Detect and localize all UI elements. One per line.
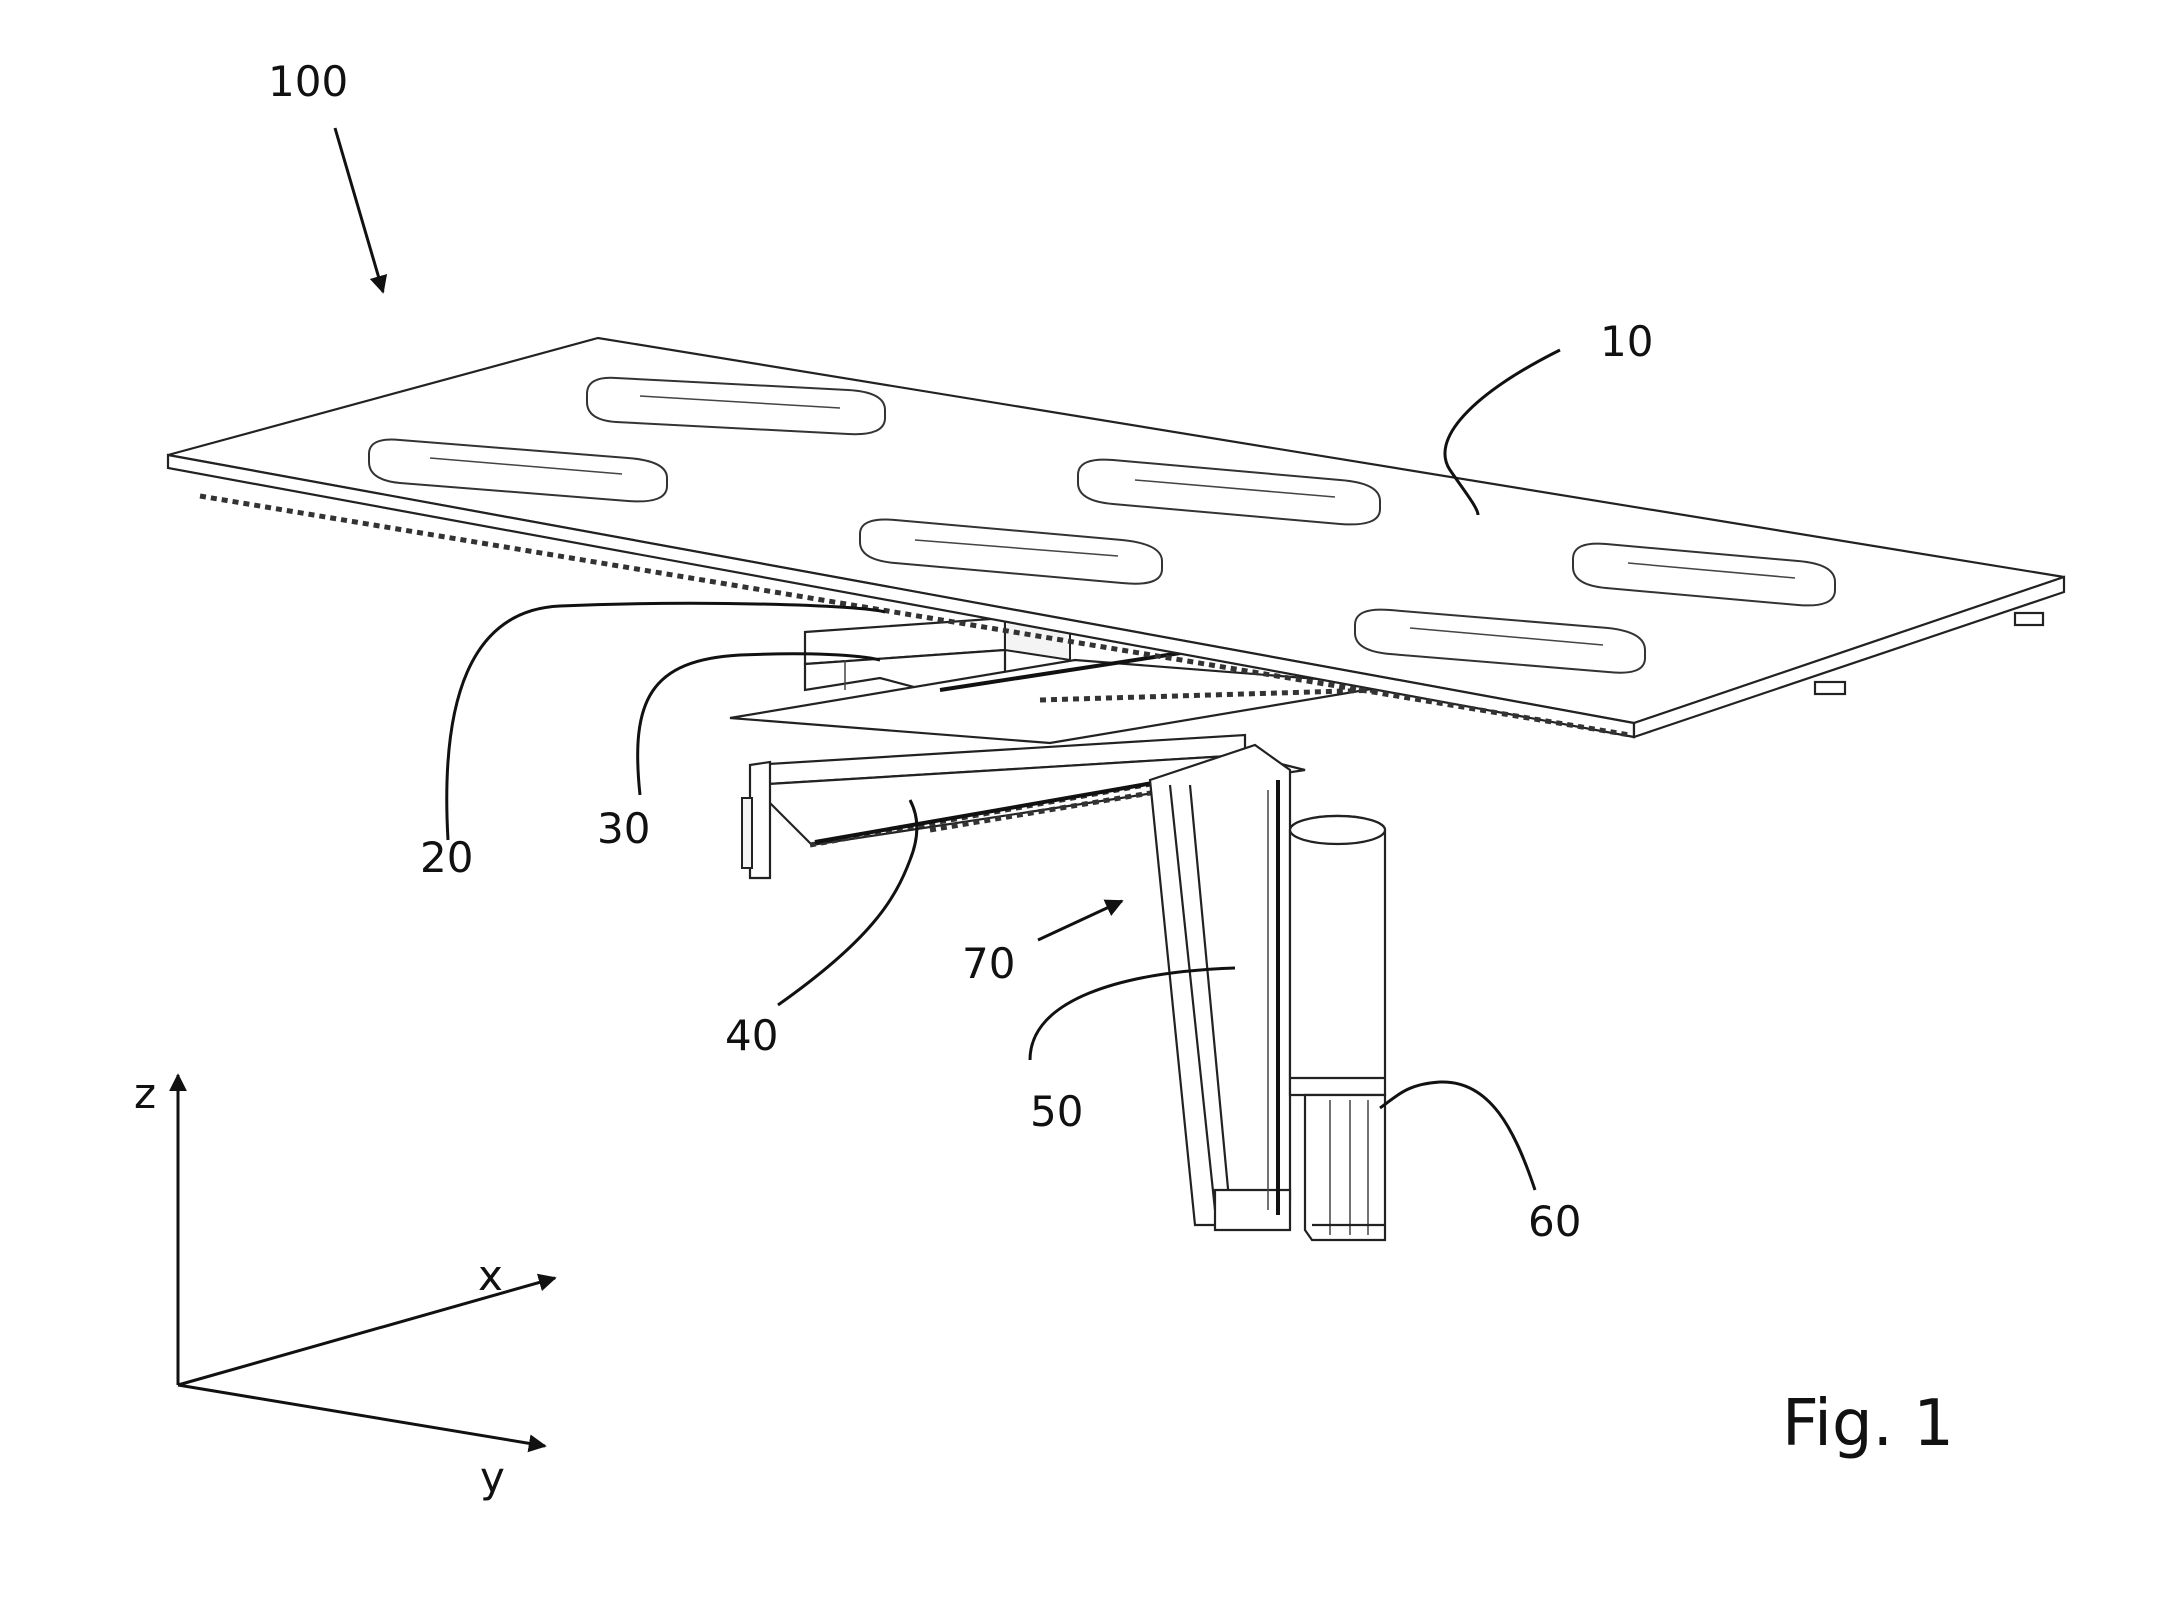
y-axis-arrow <box>177 1383 547 1453</box>
y-axis-label: y <box>480 1453 505 1502</box>
part-50-column <box>1148 743 1292 1232</box>
label-10: 10 <box>1600 317 1653 366</box>
part-70-arrow <box>1037 899 1124 942</box>
leader-10 <box>1443 348 1561 516</box>
label-50: 50 <box>1030 1087 1083 1136</box>
reference-numerals: 100 10 20 30 40 70 50 60 <box>268 57 1653 1246</box>
x-axis-arrow <box>177 1273 557 1387</box>
z-axis-label: z <box>134 1069 156 1118</box>
label-30: 30 <box>597 804 650 853</box>
figure-caption: Fig. 1 <box>1782 1387 1954 1461</box>
table-top <box>166 336 2066 739</box>
coordinate-axes: z x y <box>134 1069 557 1502</box>
leader-20 <box>445 601 886 841</box>
leader-30 <box>636 652 881 796</box>
assembly-arrow <box>333 127 388 294</box>
x-axis-label: x <box>478 1251 503 1300</box>
leader-60 <box>1379 1080 1537 1191</box>
label-60: 60 <box>1528 1197 1581 1246</box>
leader-40 <box>777 799 919 1007</box>
label-20: 20 <box>420 833 473 882</box>
under-mechanism <box>729 616 1396 1242</box>
label-100: 100 <box>268 57 348 106</box>
label-40: 40 <box>725 1011 778 1060</box>
table-slots <box>368 376 1836 674</box>
label-70: 70 <box>962 939 1015 988</box>
leader-50 <box>1028 966 1236 1061</box>
part-60-motor <box>1288 814 1387 1242</box>
reference-leaders <box>333 127 1561 1191</box>
